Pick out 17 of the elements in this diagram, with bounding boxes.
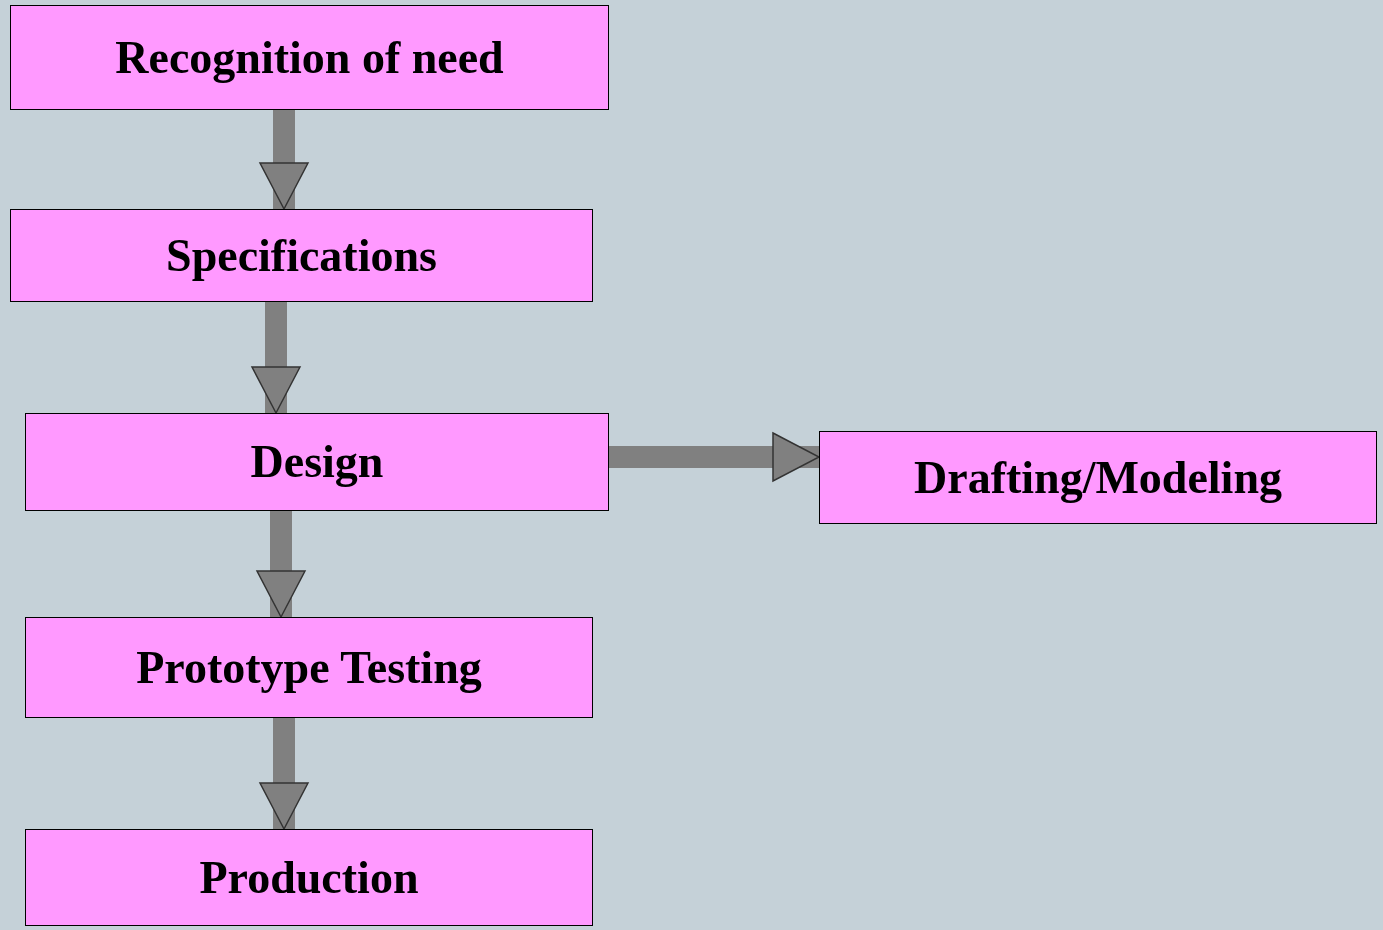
process-box [25,617,593,718]
box-label: Drafting/Modeling [914,450,1282,505]
block-arrow [256,511,306,618]
box-label: Prototype Testing [136,640,482,695]
process-box [10,209,593,302]
process-box [25,413,609,511]
block-arrow [251,302,301,414]
box-label: Design [250,435,384,490]
block-arrow [259,718,309,830]
block-arrow [259,110,309,210]
box-label: Production [199,850,419,905]
process-box [25,829,593,926]
box-label: Recognition of need [115,30,504,85]
process-box [10,5,609,110]
process-box [819,431,1377,524]
block-arrow [609,432,820,482]
box-label: Specifications [166,228,437,283]
